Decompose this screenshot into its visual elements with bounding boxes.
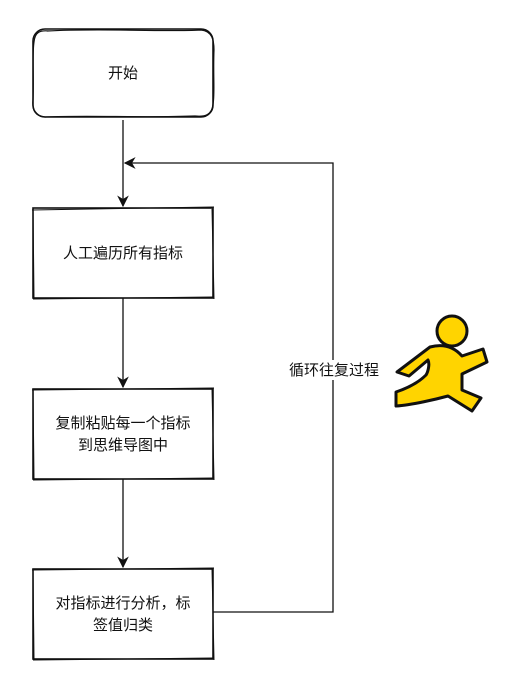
- loop-edge-label: 循环往复过程: [287, 360, 382, 380]
- start-node[interactable]: [32, 28, 215, 118]
- process-node-analyze[interactable]: [31, 567, 215, 661]
- edge-loop-back: [123, 157, 334, 613]
- process-node-copy-paste-label: 复制粘贴每一个指标 到思维导图中: [55, 414, 191, 454]
- running-man-icon: [394, 314, 489, 413]
- start-node-label: 开始: [107, 64, 138, 82]
- process-node-traverse-label: 人工遍历所有指标: [62, 244, 183, 262]
- process-node-traverse[interactable]: [31, 206, 215, 300]
- process-node-analyze-label: 对指标进行分析，标 签值归类: [55, 594, 191, 634]
